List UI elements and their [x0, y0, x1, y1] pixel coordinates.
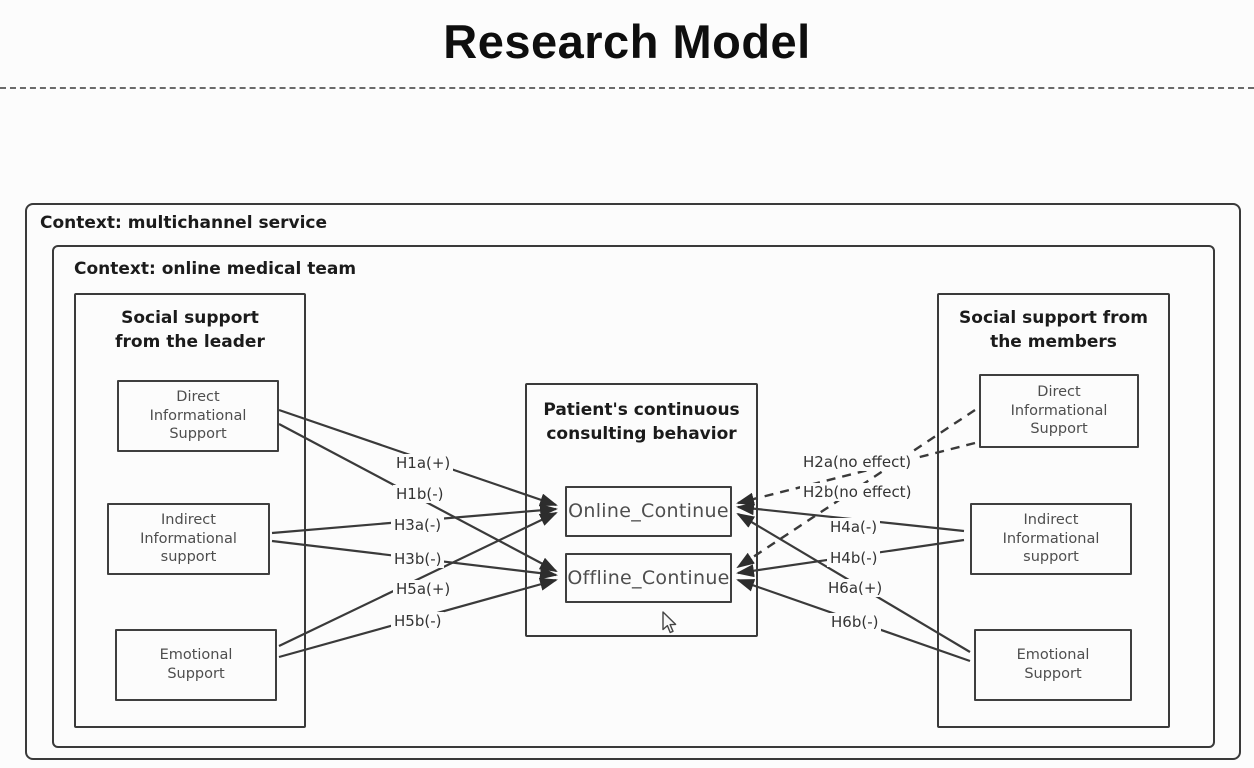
edge-label-H6a: H6a(+) [825, 579, 886, 597]
context-online-medical-team-box: Context: online medical team [52, 245, 1215, 748]
group-social-support-members: Social support from the members Direct I… [937, 293, 1170, 728]
edge-label-H3b: H3b(-) [391, 550, 445, 568]
edge-label-H1a: H1a(+) [393, 454, 454, 472]
mouse-cursor-icon [662, 611, 677, 634]
slide-title: Research Model [443, 15, 811, 68]
context-online-medical-team-label: Context: online medical team [74, 259, 357, 279]
node-leader-emotional-support: Emotional Support [115, 629, 277, 701]
group-patient-continuous-consulting: Patient's continuous consulting behavior… [525, 383, 758, 637]
edge-label-H2b: H2b(no effect) [800, 483, 915, 501]
group-patient-continuous-consulting-title: Patient's continuous consulting behavior [543, 400, 740, 444]
context-multichannel-label: Context: multichannel service [40, 213, 327, 233]
group-social-support-leader: Social support from the leader Direct In… [74, 293, 306, 728]
edge-label-H2a: H2a(no effect) [800, 453, 915, 471]
edge-label-H5b: H5b(-) [391, 612, 445, 630]
edge-label-H5a: H5a(+) [393, 580, 454, 598]
node-members-emotional-support: Emotional Support [974, 629, 1132, 701]
node-members-indirect-informational-support: Indirect Informational support [970, 503, 1132, 575]
node-offline-continue: Offline_Continue [565, 553, 732, 603]
edge-label-H4b: H4b(-) [827, 549, 881, 567]
context-multichannel-box: Context: multichannel service [25, 203, 1241, 760]
node-leader-direct-informational-support: Direct Informational Support [117, 380, 279, 452]
node-leader-indirect-informational-support: Indirect Informational support [107, 503, 270, 575]
node-online-continue: Online_Continue [565, 486, 732, 537]
edge-label-H4a: H4a(-) [827, 518, 881, 536]
separator-dashed-line [0, 87, 1254, 89]
group-social-support-leader-title: Social support from the leader [115, 308, 265, 352]
group-social-support-members-title: Social support from the members [959, 308, 1148, 352]
node-members-direct-informational-support: Direct Informational Support [979, 374, 1139, 448]
edge-label-H3a: H3a(-) [391, 516, 445, 534]
edge-label-H1b: H1b(-) [393, 485, 447, 503]
edge-label-H6b: H6b(-) [828, 613, 882, 631]
